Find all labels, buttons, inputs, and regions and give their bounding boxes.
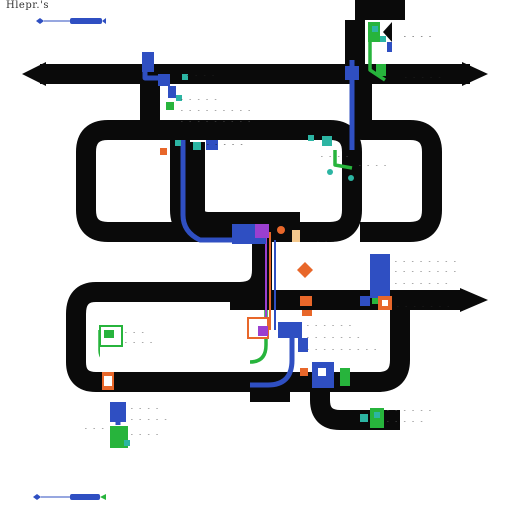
track-arrows [22, 22, 488, 312]
node-l-2 [206, 140, 218, 150]
node-tr-3 [376, 64, 386, 76]
node-tl-5 [176, 95, 182, 101]
label-05: - - - - - - - - - [180, 107, 252, 114]
node-lower-1 [278, 322, 302, 338]
label-21: - - - - - [386, 418, 424, 425]
label-09: - - - - [358, 162, 388, 169]
node-center-2 [255, 224, 269, 238]
arrow-left-top [22, 62, 46, 86]
text-labels: - - - - - - - - - - - - - - - - - - - - … [84, 33, 457, 438]
node-tr-4 [387, 42, 392, 52]
label-04: - - - - - [180, 96, 218, 103]
label-19: - - - - [124, 339, 154, 346]
label-02: - - - - [403, 33, 433, 40]
label-17: - - - - - - - - - [306, 346, 378, 353]
node-ll-2 [110, 402, 126, 422]
nodes [99, 22, 392, 448]
label-10: - - - [316, 238, 337, 245]
label-07: - - - - - [206, 141, 244, 148]
legend-bottom [33, 494, 106, 500]
legend-top [36, 18, 106, 24]
label-14: - - - - - - - [396, 303, 451, 310]
node-tl-6 [182, 74, 188, 80]
label-08: - - - - [320, 153, 350, 160]
track-network [40, 0, 470, 430]
node-tl-4 [166, 102, 174, 110]
node-tl-3 [168, 86, 176, 98]
node-right-mid [370, 254, 390, 298]
node-tl-2 [158, 74, 170, 86]
label-16: - - - - - - - [306, 334, 361, 341]
label-23: - - - - - [130, 416, 168, 423]
label-25: - - - [84, 425, 105, 432]
node-ll-3 [110, 426, 128, 448]
label-11: - - - - - - - - [394, 258, 457, 265]
label-18: - - - [124, 329, 145, 336]
white-panels [100, 318, 250, 368]
label-20: - - - - - - [386, 407, 432, 414]
node-r-1 [322, 136, 332, 146]
arrow-up-right [383, 22, 392, 42]
label-24: - - - - [130, 431, 160, 438]
label-06: - - - - - - - - - [180, 118, 252, 125]
arrow-right-mid [460, 288, 488, 312]
node-diamond [297, 262, 313, 278]
label-15: - - - - - - [306, 322, 352, 329]
label-01: - - - - [186, 72, 216, 79]
node-tl-1 [142, 52, 154, 72]
diagram-title: Hlepr.'s [6, 0, 49, 11]
node-l-1 [160, 148, 167, 155]
label-13: - - - - - - - [394, 280, 449, 287]
label-22: - - - - [130, 405, 160, 412]
node-tr-2 [345, 66, 359, 80]
label-03: - - - - - [404, 74, 442, 81]
label-12: - - - - - - - - [394, 268, 457, 275]
arrow-right-top [462, 62, 488, 86]
